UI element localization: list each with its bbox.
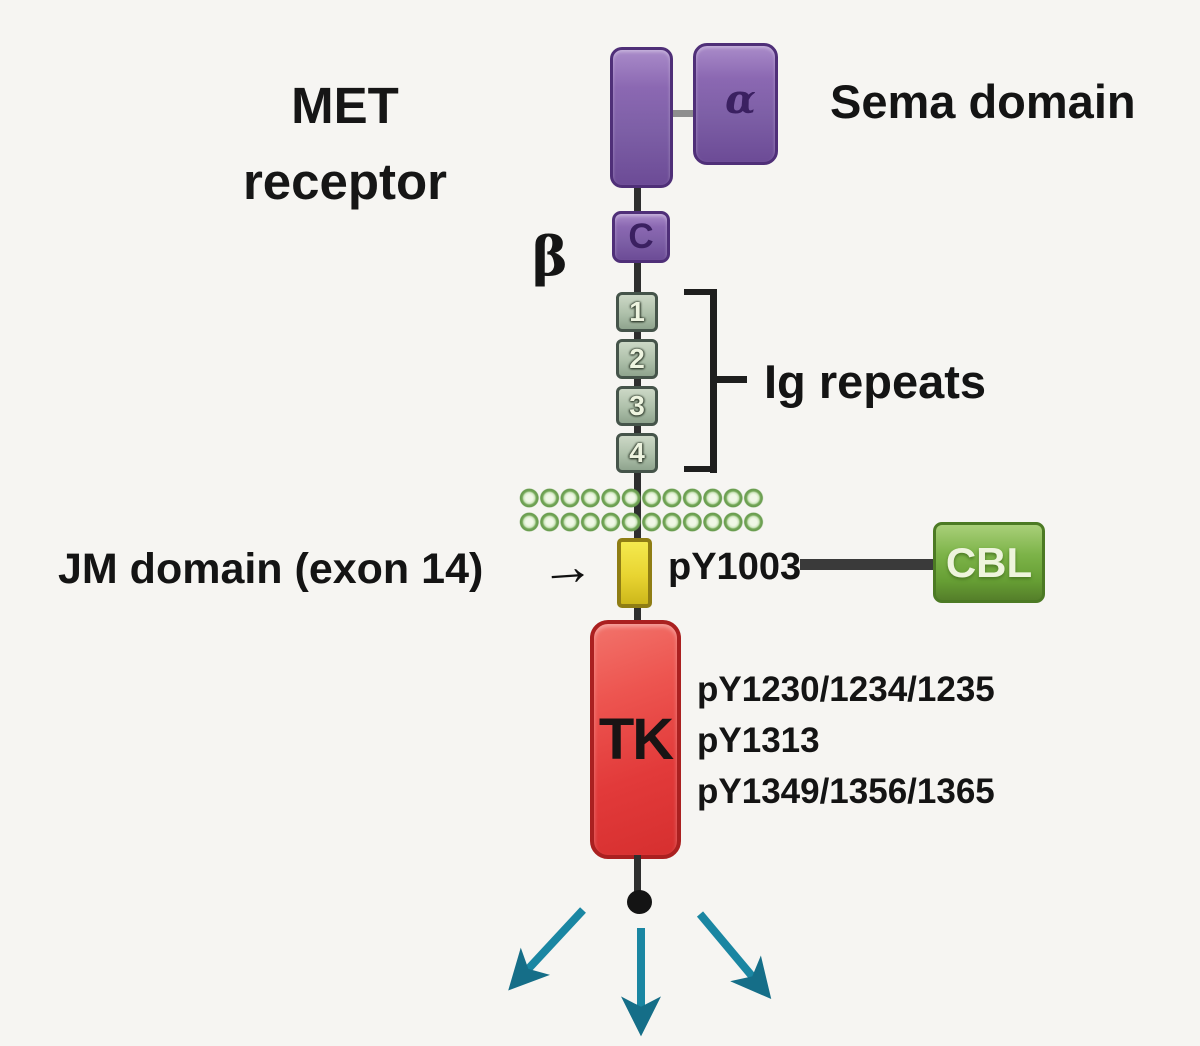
plasma-membrane bbox=[519, 486, 764, 534]
receptor-stalk-line bbox=[634, 604, 641, 628]
py1003-label: pY1003 bbox=[668, 546, 802, 588]
ig-repeat-box-1: 1 bbox=[616, 292, 658, 332]
alpha-subunit-label: α bbox=[725, 75, 756, 123]
ig-bracket bbox=[684, 289, 716, 295]
tk-label: TK bbox=[598, 707, 674, 772]
jm-exon14-box bbox=[617, 538, 652, 608]
sema-domain-label: Sema domain bbox=[830, 75, 1136, 128]
cysteine-rich-domain-box: C bbox=[612, 211, 670, 263]
arrow-down-right-icon bbox=[696, 911, 772, 1000]
cbl-box: CBL bbox=[933, 522, 1045, 603]
c-domain-label: C bbox=[628, 217, 654, 256]
ig-repeat-number: 3 bbox=[629, 390, 645, 421]
title-line-receptor: receptor bbox=[242, 153, 448, 210]
right-arrow-icon: → bbox=[537, 535, 597, 599]
alpha-beta-connector-line bbox=[668, 110, 698, 117]
cbl-connector-line bbox=[800, 559, 933, 570]
sema-beta-chain-box bbox=[610, 47, 673, 188]
ig-repeat-number: 4 bbox=[629, 437, 645, 468]
py-site-label: pY1230/1234/1235 bbox=[697, 670, 995, 709]
cbl-label: CBL bbox=[945, 538, 1033, 586]
phosphotyrosine-sites: pY1230/1234/1235 pY1313 pY1349/1356/1365 bbox=[697, 664, 995, 817]
jm-domain-label: JM domain (exon 14) bbox=[58, 545, 484, 593]
arrow-down-left-icon bbox=[508, 907, 586, 991]
ig-repeat-box-3: 3 bbox=[616, 386, 658, 426]
ig-bracket bbox=[717, 376, 747, 383]
ig-bracket bbox=[710, 289, 717, 473]
ig-repeat-number: 1 bbox=[629, 296, 645, 327]
ig-repeat-number: 2 bbox=[629, 343, 645, 374]
title-line-met: MET bbox=[291, 77, 399, 134]
beta-subunit-label: β bbox=[532, 224, 568, 288]
diagram-title: MET receptor bbox=[150, 68, 540, 220]
py-site-label: pY1313 bbox=[697, 721, 820, 760]
ig-bracket bbox=[684, 466, 717, 472]
ig-repeat-box-2: 2 bbox=[616, 339, 658, 379]
ig-repeat-box-4: 4 bbox=[616, 433, 658, 473]
tyrosine-kinase-box: TK bbox=[590, 620, 681, 859]
signaling-arrows bbox=[508, 907, 772, 1037]
receptor-stalk-line bbox=[634, 855, 641, 899]
signal-node-dot bbox=[627, 890, 652, 914]
py-site-label: pY1349/1356/1365 bbox=[697, 772, 995, 811]
sema-alpha-chain-box: α bbox=[693, 43, 778, 165]
ig-repeats-label: Ig repeats bbox=[764, 355, 987, 408]
